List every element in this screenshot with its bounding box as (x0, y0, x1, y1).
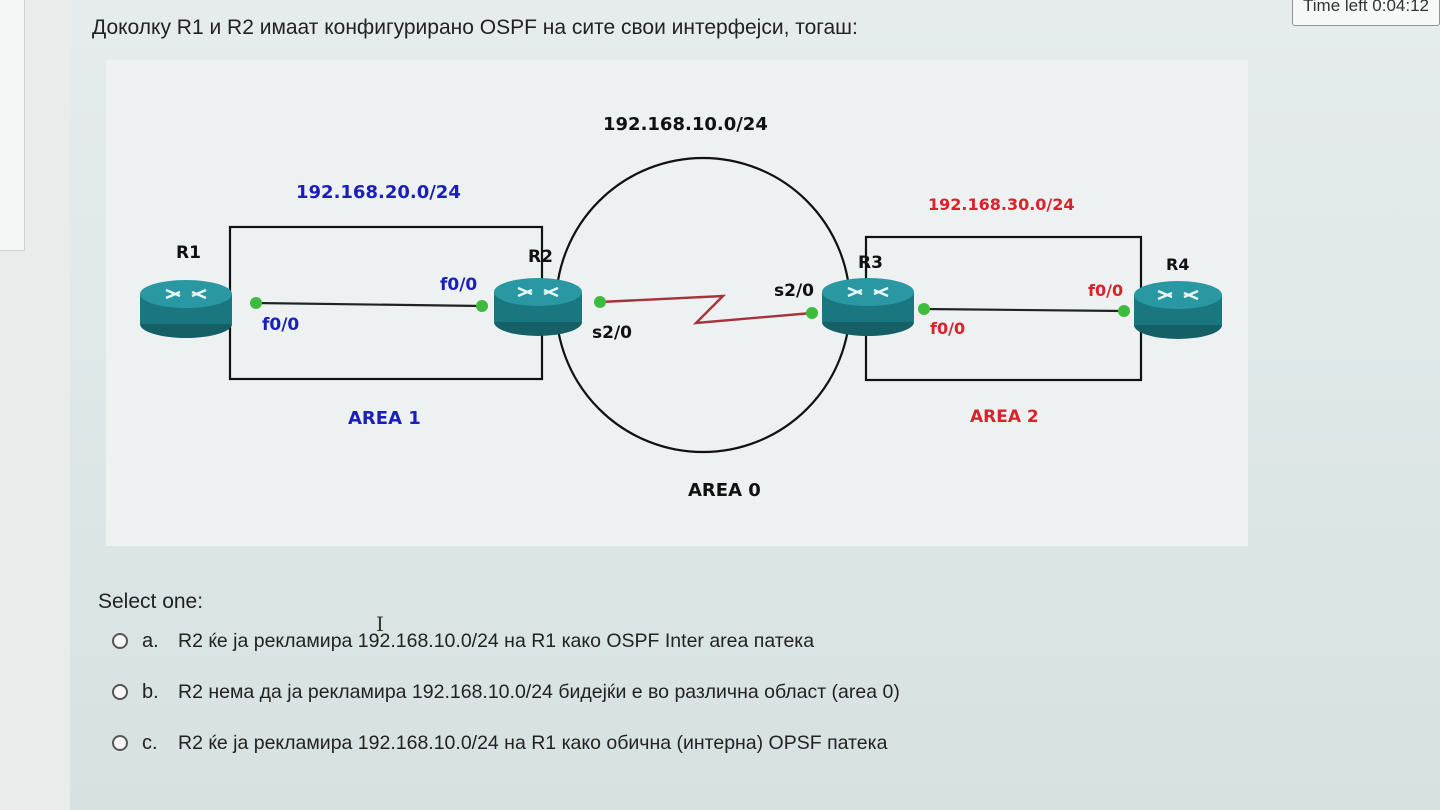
option-c-letter: c. (142, 731, 158, 754)
question-text: Доколку R1 и R2 имаат конфигурирано OSPF… (92, 16, 858, 39)
text-cursor-icon: I (376, 612, 384, 636)
router-r3-icon (822, 278, 914, 336)
router-label-r1: R1 (176, 243, 201, 263)
select-one-label: Select one: (98, 590, 204, 613)
r3-s20-dot (806, 307, 818, 319)
r4-f00-dot (1118, 305, 1130, 317)
network-diagram: 192.168.10.0/24 192.168.20.0/24 192.168.… (106, 60, 1248, 546)
r2-s20-label: s2/0 (592, 323, 632, 343)
r2-f00-label: f0/0 (440, 275, 477, 295)
option-b-text[interactable]: R2 нема да ја рекламира 192.168.10.0/24 … (178, 680, 900, 703)
r1-f00-label: f0/0 (262, 315, 299, 335)
r2-s20-dot (594, 296, 606, 308)
topology-svg: 192.168.10.0/24 192.168.20.0/24 192.168.… (140, 114, 1222, 501)
radio-a[interactable] (112, 633, 128, 649)
link-r1-r2 (255, 301, 483, 308)
left-panel-edge (0, 0, 25, 251)
option-b[interactable]: b. R2 нема да ја рекламира 192.168.10.0/… (112, 677, 900, 707)
r3-s20-label: s2/0 (774, 281, 814, 301)
link-r3-r4 (923, 307, 1125, 313)
network-label-20: 192.168.20.0/24 (296, 182, 461, 203)
radio-b[interactable] (112, 684, 128, 700)
r3-f00-dot (918, 303, 930, 315)
r3-f00-label: f0/0 (930, 319, 965, 338)
option-a-letter: a. (142, 629, 159, 652)
option-a-text[interactable]: R2 ќе ја рекламира 192.168.10.0/24 на R1… (178, 629, 815, 652)
option-c[interactable]: c. R2 ќе ја рекламира 192.168.10.0/24 на… (112, 728, 887, 758)
router-label-r4: R4 (1166, 255, 1189, 274)
time-left-badge: Time left 0:04:12 (1292, 0, 1440, 26)
r4-f00-label: f0/0 (1088, 281, 1123, 300)
router-label-r3: R3 (858, 253, 883, 273)
network-label-30: 192.168.30.0/24 (928, 195, 1075, 214)
option-c-text[interactable]: R2 ќе ја рекламира 192.168.10.0/24 на R1… (178, 731, 888, 754)
router-label-r2: R2 (528, 247, 553, 267)
router-r1-icon (140, 280, 232, 338)
area0-label: AREA 0 (688, 480, 761, 501)
radio-c[interactable] (112, 735, 128, 751)
option-b-letter: b. (142, 680, 159, 703)
area2-label: AREA 2 (970, 407, 1039, 427)
router-r2-icon (494, 278, 582, 336)
serial-link-r2-r3 (599, 294, 813, 325)
network-label-10: 192.168.10.0/24 (603, 114, 768, 135)
r2-f00-dot (476, 300, 488, 312)
router-r4-icon (1134, 281, 1222, 339)
area1-label: AREA 1 (348, 408, 421, 429)
r1-f00-dot (250, 297, 262, 309)
option-a[interactable]: a. R2 ќе ја рекламира 192.168.10.0/24 на… (112, 626, 814, 656)
